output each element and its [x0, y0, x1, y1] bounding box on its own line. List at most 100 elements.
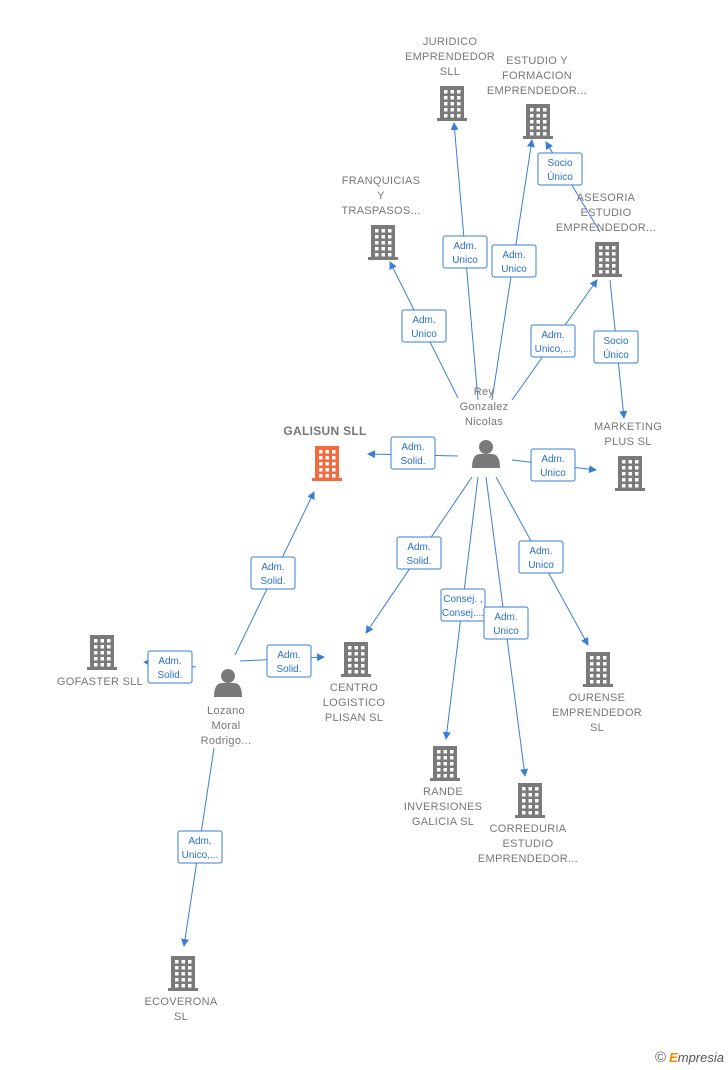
edge-label-box [530, 448, 576, 482]
person-node-lozano[interactable]: LozanoMoralRodrigo... [201, 669, 252, 747]
edge-label-box [537, 152, 583, 186]
edge-label-box [390, 436, 436, 470]
node-label: Gonzalez [460, 401, 509, 413]
edge-label-text: Consej. , [443, 594, 482, 605]
building-icon [430, 746, 460, 781]
edge-label-box [442, 235, 488, 269]
node-label: GALICIA SL [412, 816, 474, 828]
edge-label-text: Unico [452, 255, 478, 266]
node-label: OURENSE [569, 692, 626, 704]
edge-label-text: Unico [540, 468, 566, 479]
edge-label-text: Unico [411, 329, 437, 340]
node-label: Moral [211, 720, 240, 732]
company-node-marketing[interactable]: MARKETING PLUS SL [594, 421, 662, 491]
edge-label[interactable]: Adm.Solid. [266, 644, 312, 678]
edge-label-text: Adm. [412, 315, 435, 326]
edge-label-box [530, 324, 576, 358]
edge-rey-to-estudio_formacion: Adm.Unico [491, 139, 537, 401]
node-label: ECOVERONA [145, 996, 218, 1008]
edge-label-box [491, 244, 537, 278]
edge-label[interactable]: Adm. Unico [401, 309, 447, 343]
edge-rey-to-asesoria: Adm.Unico,... [511, 279, 598, 401]
edge-label-box [147, 650, 193, 684]
person-icon [472, 440, 500, 468]
edge-label[interactable]: Consej. ,Consej.... [440, 588, 486, 622]
edge-label-text: Unico,... [182, 850, 219, 861]
node-label: INVERSIONES [404, 801, 483, 813]
edge-label[interactable]: Adm.Solid. [147, 650, 193, 684]
node-label: JURIDICO [423, 36, 477, 48]
edge-label[interactable]: Adm. Solid. [396, 536, 442, 570]
node-label: GALISUN SLL [283, 424, 366, 438]
brand-initial: E [669, 1050, 678, 1065]
edge-rey-to-ourense: Adm.Unico [495, 476, 589, 646]
node-label: PLUS SL [604, 436, 651, 448]
edge-label[interactable]: Adm. Solid. [250, 556, 296, 590]
edge-label[interactable]: Adm.Unico [483, 606, 529, 640]
company-node-rande[interactable]: RANDE INVERSIONES GALICIA SL [404, 746, 483, 828]
company-node-asesoria[interactable]: ASESORIAESTUDIOEMPRENDEDOR... [556, 192, 656, 277]
edge-label-text: Solid. [406, 556, 431, 567]
node-label: Rodrigo... [201, 735, 252, 747]
company-node-estudio_formacion[interactable]: ESTUDIO YFORMACIONEMPRENDEDOR... [487, 55, 587, 139]
node-label: ASESORIA [577, 192, 636, 204]
edge-rey-to-centro: Adm. Solid. [365, 476, 473, 634]
edge-label-box [266, 644, 312, 678]
edge-label-box [177, 830, 223, 864]
edge-rey-to-rande: Consej. ,Consej.... [440, 476, 486, 740]
node-label: EMPRENDEDOR [405, 51, 495, 63]
node-label: LOGISTICO [323, 697, 386, 709]
edge-label[interactable]: Adm.Unico [491, 244, 537, 278]
edge-label-text: Solid. [260, 576, 285, 587]
edge-label[interactable]: Adm.Unico [530, 448, 576, 482]
node-label: RANDE [423, 786, 463, 798]
edge-label-text: Solid. [157, 670, 182, 681]
person-icon [214, 669, 242, 697]
edge-label-text: Adm. [453, 241, 476, 252]
building-icon [168, 956, 198, 991]
edge-label-text: Adm. [407, 542, 430, 553]
edge-rey-to-marketing: Adm.Unico [511, 448, 597, 482]
edge-label-text: Solid. [276, 664, 301, 675]
edge-label-text: Unico [493, 626, 519, 637]
edge-rey-to-juridico: Adm. Unico [442, 122, 488, 401]
node-label: EMPRENDEDOR... [478, 853, 578, 865]
node-label: PLISAN SL [325, 712, 383, 724]
node-label: Rey [474, 386, 495, 398]
building-icon [515, 783, 545, 818]
company-node-franquicias[interactable]: FRANQUICIASYTRASPASOS... [341, 175, 420, 260]
edge-label-box [440, 588, 486, 622]
edge-rey-to-correduria: Adm.Unico [483, 476, 529, 777]
company-node-galisun[interactable]: GALISUN SLL [283, 424, 366, 481]
node-label: ESTUDIO [503, 838, 554, 850]
building-icon [368, 225, 398, 260]
company-node-centro[interactable]: CENTRO LOGISTICO PLISAN SL [323, 642, 386, 724]
node-label: CORREDURIA [490, 823, 567, 835]
company-node-correduria[interactable]: CORREDURIA ESTUDIO EMPRENDEDOR... [478, 783, 578, 865]
building-icon [592, 242, 622, 277]
node-label: EMPRENDEDOR... [487, 85, 587, 97]
node-label: ESTUDIO [581, 207, 632, 219]
edge-label-text: Unico [501, 264, 527, 275]
edge-label-text: Unico,... [535, 344, 572, 355]
node-label: CENTRO [330, 682, 378, 694]
edge-label[interactable]: Adm.Unico,... [177, 830, 223, 864]
node-label: ESTUDIO Y [506, 55, 568, 67]
edge-label-text: Único [603, 348, 629, 361]
node-label: MARKETING [594, 421, 662, 433]
edge-label-text: Adm. [261, 562, 284, 573]
edge-label-box [518, 540, 564, 574]
edge-label[interactable]: Adm.Unico,... [530, 324, 576, 358]
edge-label[interactable]: Adm. Unico [442, 235, 488, 269]
building-icon [583, 652, 613, 687]
edge-label[interactable]: Adm.Unico [518, 540, 564, 574]
company-node-gofaster[interactable]: GOFASTER SLL [57, 635, 143, 688]
edge-label[interactable]: Adm.Solid. [390, 436, 436, 470]
